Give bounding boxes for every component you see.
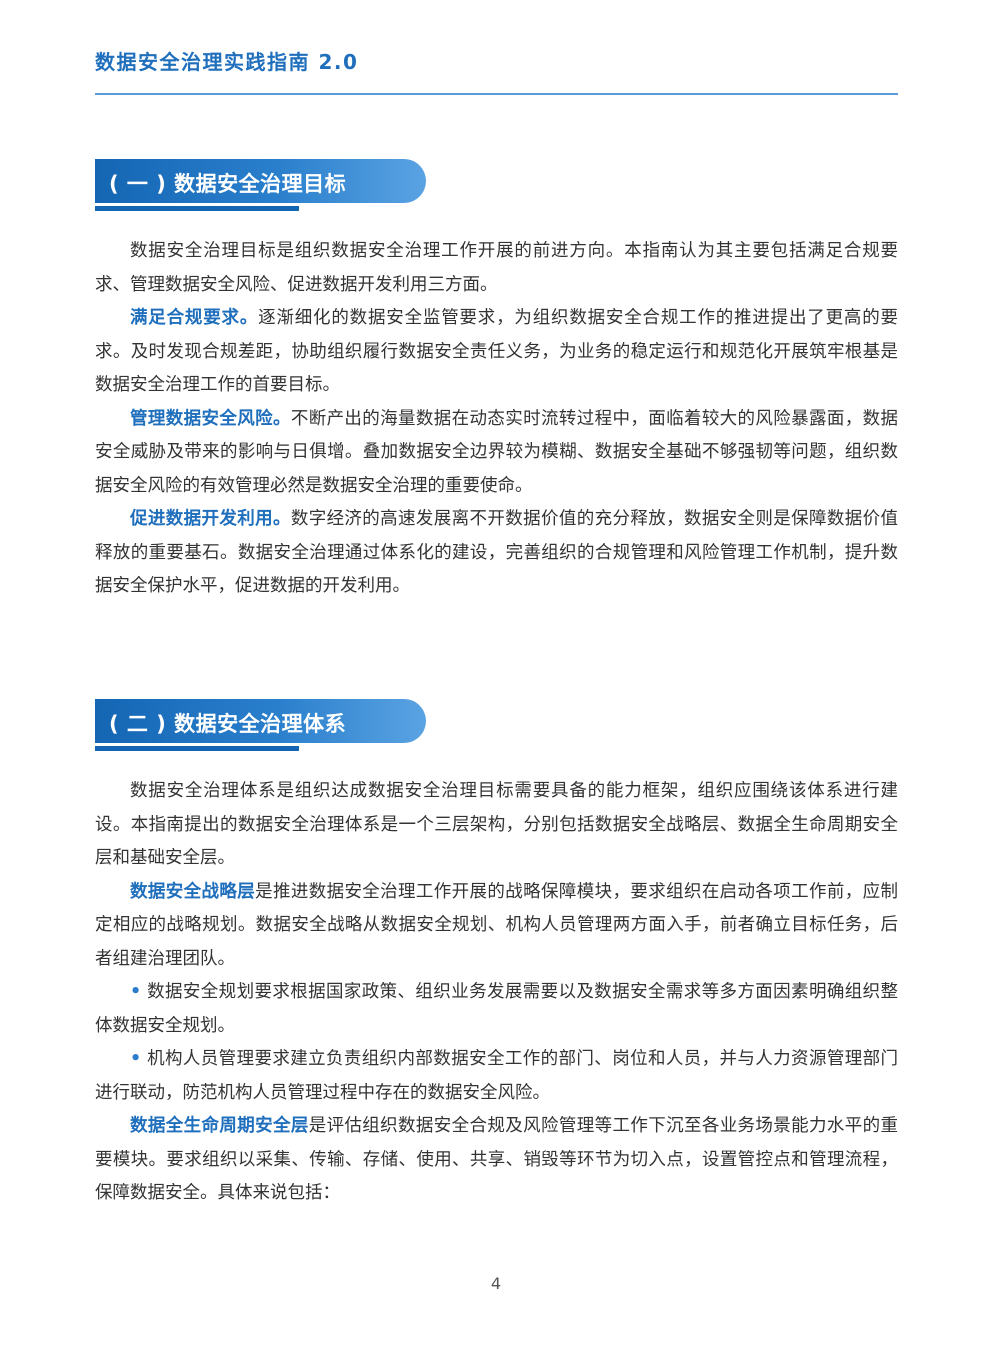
bullet-item: • 数据安全规划要求根据国家政策、组织业务发展需要以及数据安全需求等多方面因素明… — [95, 976, 898, 1043]
paragraph: 满足合规要求。逐渐细化的数据安全监管要求，为组织数据安全合规工作的推进提出了更高… — [95, 302, 898, 403]
bullet-item: • 机构人员管理要求建立负责组织内部数据安全工作的部门、岗位和人员，并与人力资源… — [95, 1043, 898, 1110]
header-title: 数据安全治理实践指南 2.0 — [95, 50, 359, 74]
paragraph: 数据安全治理体系是组织达成数据安全治理目标需要具备的能力框架，组织应围绕该体系进… — [95, 775, 898, 876]
paragraph-text: 数据安全治理体系是组织达成数据安全治理目标需要具备的能力框架，组织应围绕该体系进… — [95, 781, 898, 868]
section-heading-underline — [95, 206, 299, 211]
section1-body: 数据安全治理目标是组织数据安全治理工作开展的前进方向。本指南认为其主要包括满足合… — [95, 235, 898, 604]
page-number: 4 — [490, 1274, 502, 1293]
section-heading-system: ( 二 ) 数据安全治理体系 — [95, 699, 430, 755]
paragraph: 数据安全战略层是推进数据安全治理工作开展的战略保障模块，要求组织在启动各项工作前… — [95, 876, 898, 977]
paragraph-text: 数字经济的高速发展离不开数据价值的充分释放，数据安全则是保障数据价值释放的重要基… — [95, 509, 899, 596]
section-heading-underline — [95, 746, 299, 751]
keyword-lead: 数据安全战略层 — [130, 881, 256, 902]
section-heading-pill — [95, 699, 426, 743]
header-rule — [95, 93, 898, 95]
paragraph: 管理数据安全风险。不断产出的海量数据在动态实时流转过程中，面临着较大的风险暴露面… — [95, 403, 898, 504]
paragraph-text: 逐渐细化的数据安全监管要求，为组织数据安全合规工作的推进提出了更高的要求。及时发… — [95, 308, 899, 395]
paragraph-text: 不断产出的海量数据在动态实时流转过程中，面临着较大的风险暴露面，数据安全威胁及带… — [95, 408, 899, 496]
paragraph: 数据安全治理目标是组织数据安全治理工作开展的前进方向。本指南认为其主要包括满足合… — [95, 235, 898, 302]
bullet-dot-icon: • — [130, 1049, 142, 1069]
section-heading-pill — [95, 159, 426, 203]
bullet-dot-icon: • — [130, 982, 142, 1002]
bullet-text: 机构人员管理要求建立负责组织内部数据安全工作的部门、岗位和人员，并与人力资源管理… — [95, 1049, 898, 1103]
section-heading-text: ( 二 ) 数据安全治理体系 — [109, 712, 347, 736]
paragraph-text: 是评估组织数据安全合规及风险管理等工作下沉至各业务场景能力水平的重要模块。要求组… — [95, 1116, 899, 1203]
paragraph-text: 是推进数据安全治理工作开展的战略保障模块，要求组织在启动各项工作前，应制定相应的… — [95, 881, 899, 969]
section2-body: 数据安全治理体系是组织达成数据安全治理目标需要具备的能力框架，组织应围绕该体系进… — [95, 775, 898, 1211]
section-heading-text: ( 一 ) 数据安全治理目标 — [109, 172, 347, 196]
keyword-lead: 满足合规要求。 — [130, 308, 259, 328]
keyword-lead: 数据全生命周期安全层 — [130, 1116, 309, 1136]
keyword-lead: 促进数据开发利用。 — [130, 509, 291, 529]
keyword-lead: 管理数据安全风险。 — [130, 408, 291, 429]
paragraph: 数据全生命周期安全层是评估组织数据安全合规及风险管理等工作下沉至各业务场景能力水… — [95, 1110, 898, 1211]
section-heading-goals: ( 一 ) 数据安全治理目标 — [95, 159, 430, 215]
paragraph: 促进数据开发利用。数字经济的高速发展离不开数据价值的充分释放，数据安全则是保障数… — [95, 503, 898, 604]
paragraph-text: 数据安全治理目标是组织数据安全治理工作开展的前进方向。本指南认为其主要包括满足合… — [95, 241, 898, 295]
bullet-text: 数据安全规划要求根据国家政策、组织业务发展需要以及数据安全需求等多方面因素明确组… — [95, 982, 898, 1036]
